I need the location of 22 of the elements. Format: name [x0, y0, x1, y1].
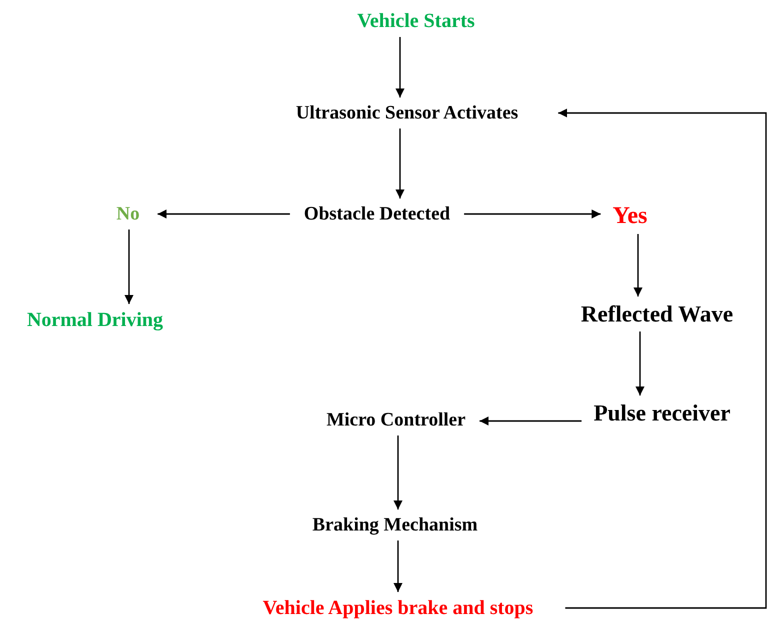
arrow	[464, 210, 601, 218]
arrow	[634, 234, 642, 296]
arrow	[396, 37, 404, 98]
arrow	[394, 436, 402, 510]
arrow	[636, 332, 644, 396]
step-label: Braking Mechanism	[312, 514, 478, 536]
decision-label: Obstacle Detected	[304, 204, 450, 224]
end-label: Normal Driving	[26, 309, 164, 331]
arrow	[480, 416, 582, 426]
arrow	[394, 540, 402, 592]
step-label: Micro Controller	[326, 410, 466, 430]
end-label: Vehicle Applies brake and stops	[262, 597, 534, 619]
start-label: Vehicle Starts	[357, 10, 475, 32]
arrow	[558, 108, 767, 609]
step-label: Pulse receiver	[594, 400, 730, 426]
arrow	[124, 230, 134, 304]
step-label: Reflected Wave	[580, 302, 734, 326]
branch-label: Yes	[612, 203, 648, 229]
step-label: Ultrasonic Sensor Activates	[296, 102, 518, 124]
arrow	[158, 210, 290, 218]
arrow	[396, 128, 404, 198]
branch-label: No	[116, 204, 140, 224]
